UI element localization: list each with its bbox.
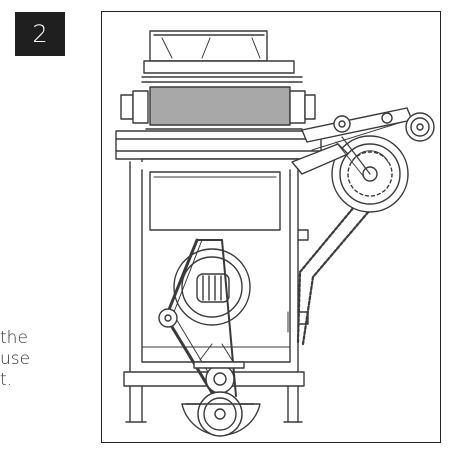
motor — [173, 248, 251, 326]
linkage-arm — [291, 107, 435, 178]
lower-pulley — [181, 343, 261, 437]
instruction-line: t. — [0, 370, 13, 390]
machine-diagram-icon — [115, 30, 435, 437]
drive-chain — [296, 205, 372, 346]
instruction-line: the — [0, 328, 28, 348]
hopper — [143, 30, 295, 74]
chain-guide — [287, 229, 309, 333]
instruction-text-fragment: the use t. — [0, 328, 40, 391]
figure-frame — [101, 11, 441, 443]
instruction-line: use — [0, 349, 31, 369]
roller-band — [120, 76, 316, 130]
step-number-badge: 2 — [15, 12, 65, 56]
